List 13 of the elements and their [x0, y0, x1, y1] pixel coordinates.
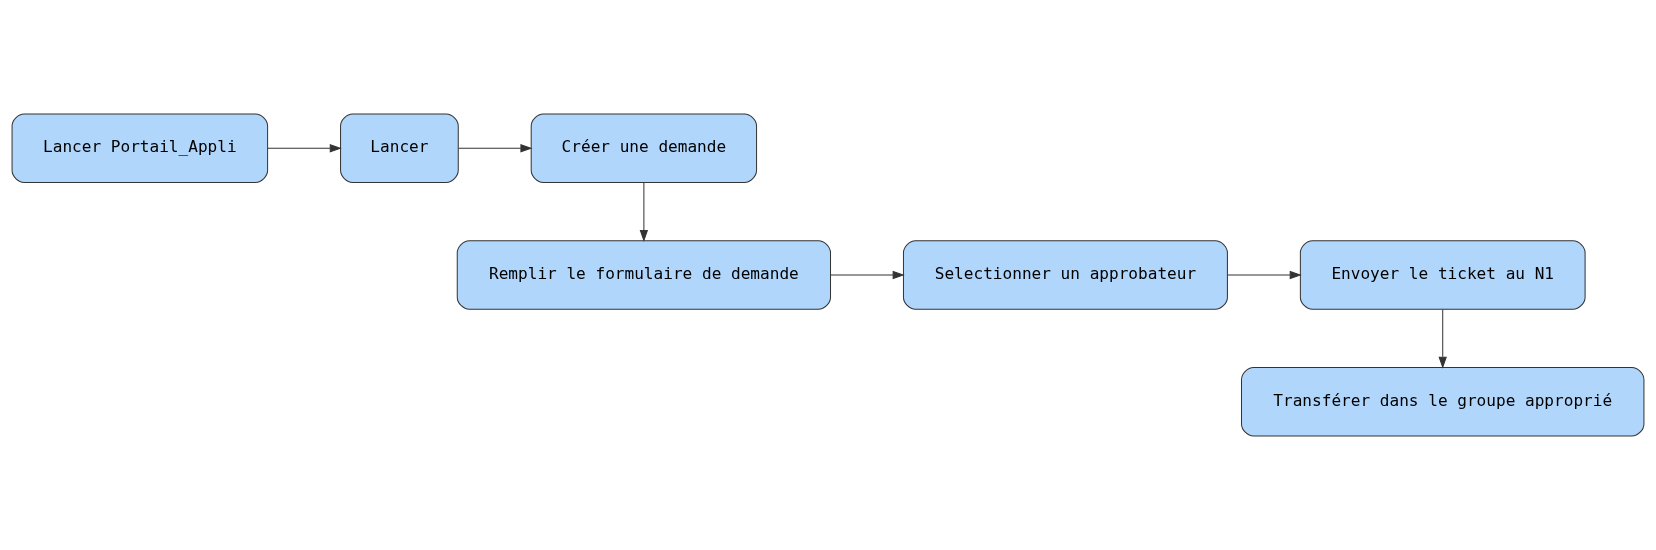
- node-box: Envoyer le ticket au N1: [1299, 240, 1586, 310]
- arrow: [830, 270, 905, 280]
- node-box: Créer une demande: [530, 113, 758, 183]
- arrow: [267, 144, 342, 153]
- arrow: [639, 182, 649, 242]
- arrow: [1227, 270, 1302, 280]
- node-box: Lancer: [340, 113, 459, 183]
- node-box: Remplir le formulaire de demande: [456, 240, 832, 310]
- node-box: Transférer dans le groupe approprié: [1241, 367, 1645, 437]
- node-box: Selectionner un approbateur: [902, 240, 1228, 310]
- arrow: [458, 144, 533, 153]
- node-box: Lancer Portail_Appli: [11, 113, 269, 183]
- arrow: [1438, 308, 1447, 369]
